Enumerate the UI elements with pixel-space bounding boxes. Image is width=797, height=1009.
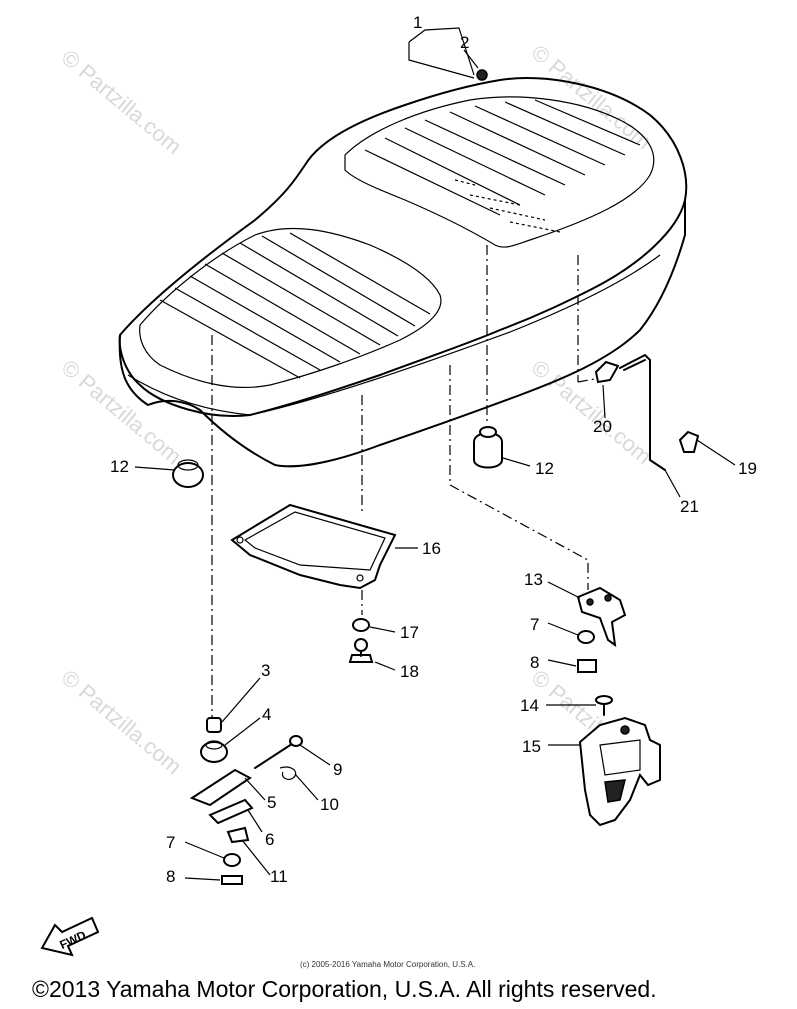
callout-7-left: 7 (166, 833, 175, 852)
seat-assembly (118, 69, 688, 468)
watermarks: © Partzilla.com © Partzilla.com © Partzi… (57, 40, 657, 779)
watermark: © Partzilla.com (57, 45, 187, 159)
callout-12-right: 12 (535, 459, 554, 478)
callout-2: 2 (460, 33, 469, 52)
callout-8-right: 8 (530, 653, 539, 672)
callout-7-right: 7 (530, 615, 539, 634)
nut-8-right (577, 659, 597, 673)
callout-15: 15 (522, 737, 541, 756)
callout-12-left: 12 (110, 457, 129, 476)
pin-9 (254, 735, 303, 769)
rear-pad-ribs (364, 99, 641, 216)
washer-7-right (577, 630, 595, 644)
callouts: 1 2 3 4 5 6 7 7 8 8 9 10 11 12 12 13 14 … (110, 13, 757, 886)
damper-4 (200, 740, 228, 763)
cable-21 (619, 354, 666, 471)
tool-tray (230, 503, 397, 590)
plate-6 (208, 798, 254, 825)
callout-9: 9 (333, 760, 342, 779)
collar-3 (206, 717, 222, 733)
front-pad-ribs (159, 232, 431, 379)
callout-10: 10 (320, 795, 339, 814)
callout-16: 16 (422, 539, 441, 558)
callout-14: 14 (520, 696, 539, 715)
callout-6: 6 (265, 830, 274, 849)
grommet-17 (352, 618, 370, 632)
cable-end-20 (594, 360, 620, 384)
clip-10 (279, 766, 297, 780)
knob-18 (348, 638, 374, 663)
bolt-14 (595, 695, 613, 716)
lock-bracket-13 (576, 586, 627, 648)
callout-5: 5 (267, 793, 276, 812)
hatch-area (454, 179, 561, 233)
seat-lock-15 (578, 716, 661, 827)
callout-19: 19 (738, 459, 757, 478)
damper-left (172, 459, 204, 488)
callout-3: 3 (261, 661, 270, 680)
copyright-notice: ©2013 Yamaha Motor Corporation, U.S.A. A… (32, 976, 657, 1002)
tab-11 (226, 826, 250, 844)
callout-21: 21 (680, 497, 699, 516)
assembly-lines (211, 245, 601, 720)
watermark: © Partzilla.com (57, 665, 187, 779)
callout-20: 20 (593, 417, 612, 436)
callout-18: 18 (400, 662, 419, 681)
small-copyright: (c) 2005-2016 Yamaha Motor Corporation, … (300, 960, 475, 969)
callout-4: 4 (262, 705, 271, 724)
seat-hook-icon (476, 69, 488, 81)
fitting-19 (678, 430, 700, 453)
callout-1: 1 (413, 13, 422, 32)
callout-13: 13 (524, 570, 543, 589)
callout-11: 11 (270, 867, 288, 886)
bracket-5 (189, 768, 252, 807)
nut-8-left (221, 875, 243, 885)
watermark: © Partzilla.com (527, 40, 657, 154)
watermark: © Partzilla.com (527, 355, 657, 469)
watermark: © Partzilla.com (57, 355, 187, 469)
washer-7-left (223, 853, 241, 867)
leader-lines (134, 27, 736, 881)
damper-right (473, 426, 503, 469)
fwd-arrow-icon: FWD (40, 916, 100, 957)
callout-17: 17 (400, 623, 419, 642)
callout-8-left: 8 (166, 867, 175, 886)
